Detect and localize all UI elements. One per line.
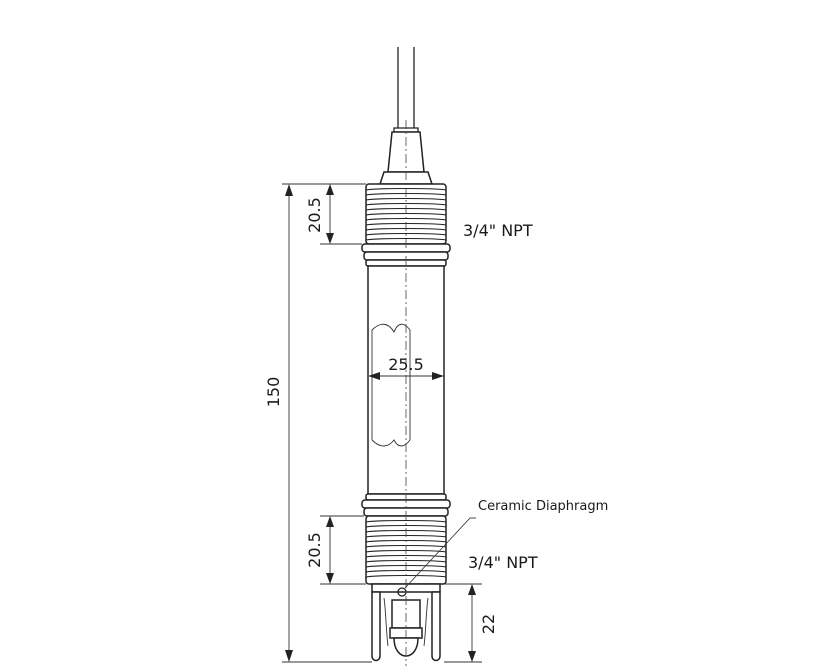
thread-ridge xyxy=(365,202,447,206)
dimension-tip-length-value: 22 xyxy=(479,614,498,634)
thread-bottom-label: 3/4" NPT xyxy=(468,553,538,572)
dimension-body-diameter: 25.5 xyxy=(368,355,444,380)
thread-ridge xyxy=(365,232,447,236)
thread-ridge xyxy=(365,559,447,563)
dimension-tip-length: 22 xyxy=(444,583,498,663)
dimension-overall-length: 150 xyxy=(264,183,372,663)
thread-ridge xyxy=(365,197,447,201)
dimension-top-thread-value: 20.5 xyxy=(305,197,324,233)
cable-gland xyxy=(378,131,434,185)
dimension-body-diameter-value: 25.5 xyxy=(388,355,424,374)
thread-ridge xyxy=(365,519,447,523)
thread-ridge xyxy=(365,237,447,241)
dimension-top-thread: 20.5 xyxy=(305,183,366,245)
dimension-overall-length-value: 150 xyxy=(264,377,283,408)
diaphragm-callout: Ceramic Diaphragm xyxy=(404,499,608,589)
thread-ridge xyxy=(365,554,447,558)
cable xyxy=(393,47,419,133)
diaphragm-label: Ceramic Diaphragm xyxy=(478,499,608,514)
tip-guard xyxy=(371,583,441,662)
thread-top-label: 3/4" NPT xyxy=(463,221,533,240)
dimension-bottom-thread-value: 20.5 xyxy=(305,532,324,568)
dimension-bottom-thread: 20.5 xyxy=(305,515,366,585)
thread-ridge xyxy=(365,524,447,528)
